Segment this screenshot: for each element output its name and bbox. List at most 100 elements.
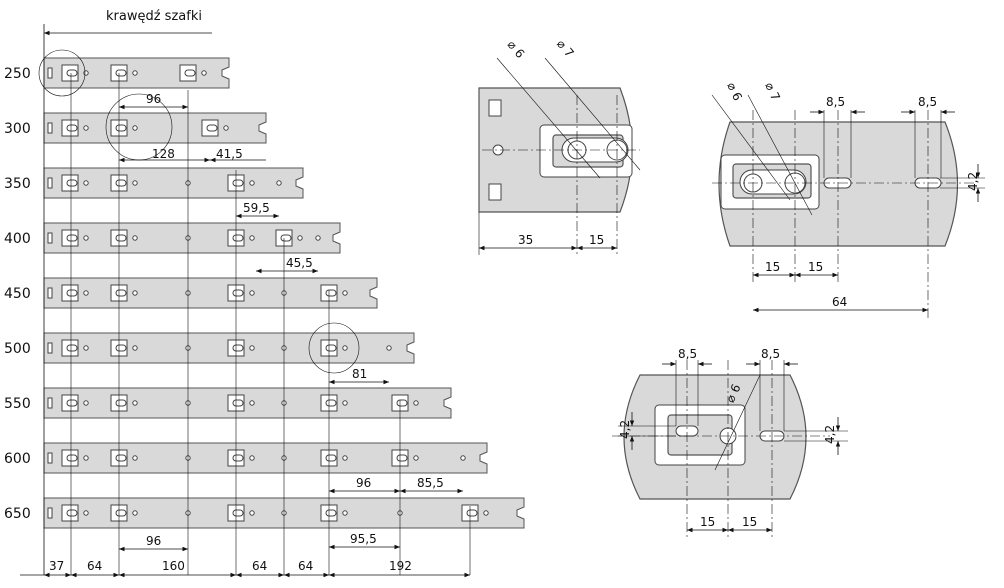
rail-450: 450 <box>4 277 378 309</box>
rail-350: 350 <box>4 167 304 199</box>
rail-end-slot <box>47 452 53 464</box>
rail-bracket-slot <box>66 454 78 462</box>
rail-hole <box>483 510 489 516</box>
rail-bracket-slot <box>396 454 408 462</box>
rail-bracket-slot <box>232 454 244 462</box>
rail-length-label: 250 <box>4 66 31 82</box>
rail-300: 300 <box>4 112 267 144</box>
dim-96-600: 96 <box>356 476 371 490</box>
bottom-dim-64-a: 64 <box>87 559 102 573</box>
rail-bracket-slot <box>115 454 127 462</box>
cabinet-edge-label: krawędź szafki <box>106 9 202 24</box>
rail-length-label: 550 <box>4 396 31 412</box>
detail-b-dia6: ⌀ 6 <box>724 80 745 103</box>
rail-hole <box>132 125 138 131</box>
rail-hole <box>315 235 321 241</box>
rail-hole <box>249 510 255 516</box>
rail-500: 500 <box>4 332 415 364</box>
rail-length-label: 350 <box>4 176 31 192</box>
rail-end-slot <box>47 507 53 519</box>
rail-end-slot <box>47 177 53 189</box>
rail-bracket-slot <box>232 509 244 517</box>
detail-c-dim-15-b: 15 <box>742 515 757 529</box>
rail-hole <box>413 400 419 406</box>
rail-bracket-slot <box>115 179 127 187</box>
detail-b: ⌀ 6 ⌀ 7 8,5 8,5 4,2 15 15 64 <box>711 80 985 320</box>
rail-hole <box>132 70 138 76</box>
rail-hole <box>83 235 89 241</box>
rail-end-slot <box>47 342 53 354</box>
rail-end-slot <box>47 67 53 79</box>
rail-hole <box>132 180 138 186</box>
detail-c-height-4-2-a: 4,2 <box>618 420 632 439</box>
rail-bracket-slot <box>66 344 78 352</box>
bottom-dim-160: 160 <box>162 559 185 573</box>
rail-bracket-slot <box>115 289 127 297</box>
rail-end-slot <box>47 397 53 409</box>
dim-81: 81 <box>352 367 367 381</box>
bottom-dim-192: 192 <box>389 559 412 573</box>
rail-hole <box>132 510 138 516</box>
detail-b-dim-64: 64 <box>832 295 847 309</box>
dim-45-5: 45,5 <box>286 256 313 270</box>
rail-bracket-slot <box>115 234 127 242</box>
rail-bracket-slot <box>66 69 78 77</box>
rail-hole <box>249 400 255 406</box>
rail-length-label: 300 <box>4 121 31 137</box>
rail-hole <box>249 455 255 461</box>
rail-hole <box>342 400 348 406</box>
dim-96-bottom: 96 <box>146 534 161 548</box>
rail-bracket-slot <box>325 344 337 352</box>
rail-bracket-slot <box>325 509 337 517</box>
rail-bracket-slot <box>232 179 244 187</box>
detail-a-dia7: ⌀ 7 <box>554 37 577 60</box>
rail-bracket-slot <box>66 289 78 297</box>
rail-hole <box>342 290 348 296</box>
detail-a: ⌀ 6 ⌀ 7 35 15 <box>478 37 641 255</box>
dim-96-top: 96 <box>146 92 161 106</box>
rail-bracket-slot <box>115 344 127 352</box>
dim-95-5: 95,5 <box>350 532 377 546</box>
bottom-dim-64-c: 64 <box>298 559 313 573</box>
rail-hole <box>83 455 89 461</box>
rail-bracket-slot <box>115 124 127 132</box>
detail-c-height-4-2-b: 4,2 <box>823 425 837 444</box>
rail-bracket-slot <box>232 234 244 242</box>
rail-bracket-slot <box>206 124 218 132</box>
rail-hole <box>249 180 255 186</box>
rail-length-label: 600 <box>4 451 31 467</box>
rail-end-slot <box>47 287 53 299</box>
rail-hole <box>83 400 89 406</box>
rail-hole <box>386 345 392 351</box>
rail-hole <box>201 70 207 76</box>
detail-b-dim-15-a: 15 <box>765 260 780 274</box>
detail-c-width-8-5-b: 8,5 <box>761 347 780 361</box>
detail-c-width-8-5-a: 8,5 <box>678 347 697 361</box>
detail-a-dim-35: 35 <box>518 233 533 247</box>
rail-bracket-slot <box>66 124 78 132</box>
detail-c: ⌀ 6 8,5 8,5 4,2 4,2 15 15 <box>612 347 848 540</box>
rail-bracket-slot <box>325 289 337 297</box>
detail-b-dim-15-b: 15 <box>808 260 823 274</box>
detail-b-dia7: ⌀ 7 <box>762 80 783 103</box>
detail-a-dia6: ⌀ 6 <box>505 38 528 61</box>
rail-hole <box>132 400 138 406</box>
rail-length-label: 450 <box>4 286 31 302</box>
rail-400: 400 <box>4 222 341 254</box>
rail-hole <box>132 290 138 296</box>
rail-bracket-slot <box>232 399 244 407</box>
rail-600: 600 <box>4 442 488 474</box>
rail-hole <box>249 290 255 296</box>
rail-hole <box>342 455 348 461</box>
dim-59-5: 59,5 <box>243 201 270 215</box>
rail-body <box>43 167 304 199</box>
rail-hole <box>249 345 255 351</box>
rail-body <box>43 442 488 474</box>
rail-length-label: 500 <box>4 341 31 357</box>
bottom-dim-37: 37 <box>49 559 64 573</box>
rail-bracket-slot <box>466 509 478 517</box>
rail-hole <box>83 180 89 186</box>
dim-128: 128 <box>152 147 175 161</box>
rail-hole <box>413 455 419 461</box>
